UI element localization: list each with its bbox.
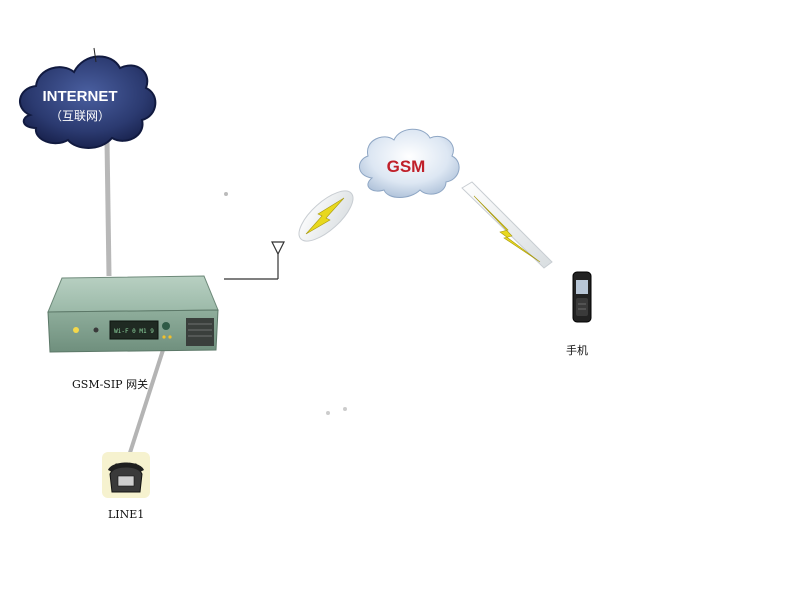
lightning-left-icon	[298, 190, 354, 242]
lightning-right-icon	[461, 181, 553, 269]
internet-subtitle: （互联网）	[50, 109, 110, 123]
internet-cable	[104, 139, 112, 277]
gateway-device: Wi-F 0 M1 9	[47, 275, 219, 353]
telephone-label: LINE1	[108, 508, 145, 521]
mobile-phone-icon	[572, 271, 592, 323]
gsm-cloud: GSM	[359, 128, 460, 198]
antenna-icon	[224, 241, 285, 280]
internet-title: INTERNET	[43, 88, 118, 105]
internet-cloud: INTERNET （互联网）	[19, 47, 157, 149]
mobile-label: 手机	[566, 344, 588, 357]
gateway-label: GSM-SIP 网关	[72, 378, 149, 391]
gateway-screen-text: Wi-F 0 M1 9	[114, 328, 154, 335]
telephone-icon	[102, 452, 150, 498]
phone-cable	[125, 349, 165, 463]
gsm-label: GSM	[387, 157, 426, 176]
